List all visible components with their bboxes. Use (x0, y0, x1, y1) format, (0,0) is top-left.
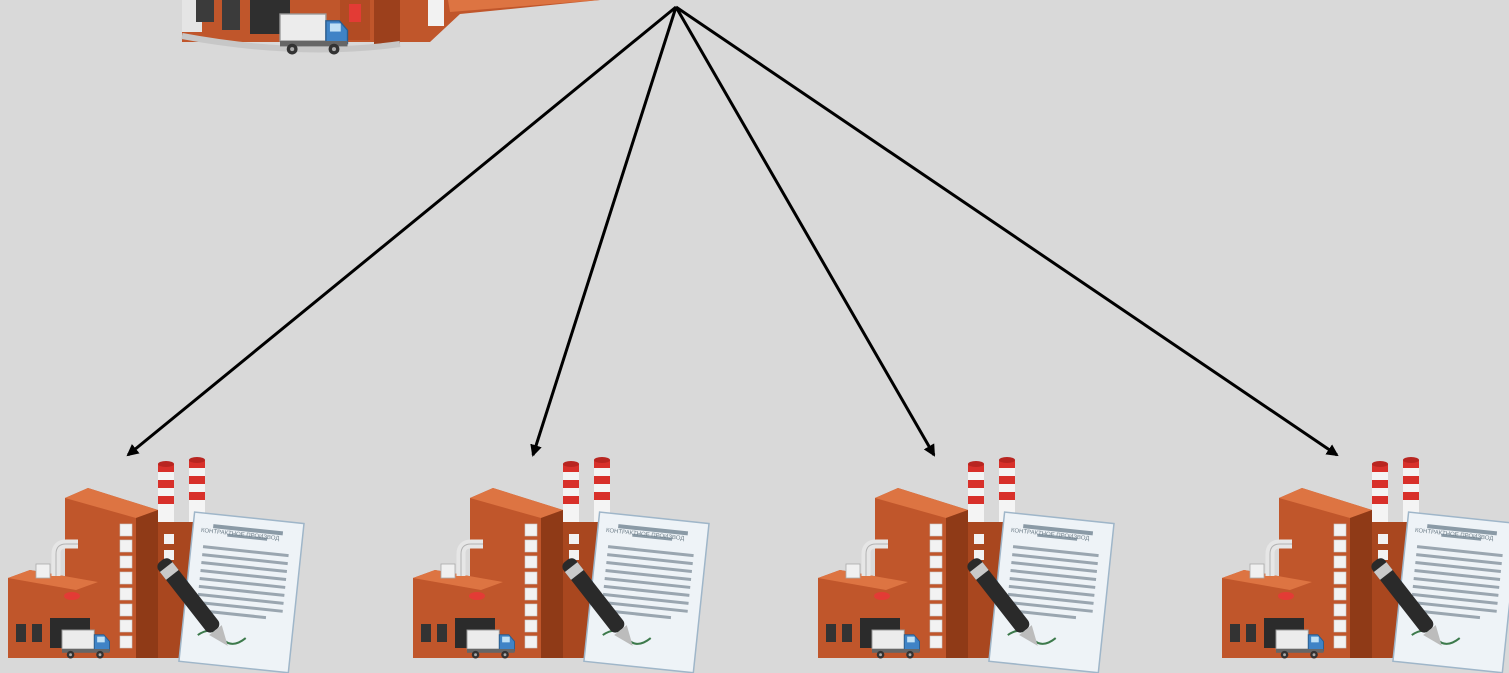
warehouse-with-truck-icon (182, 0, 600, 55)
distribution-arrows (128, 7, 1337, 455)
factory-with-contract-icon: КОНТРАКТНОЕ ПРОИЗВОД (818, 457, 1114, 673)
factory-with-contract-icon: КОНТРАКТНОЕ ПРОИЗВОД (8, 457, 304, 673)
factory-with-contract-icon: КОНТРАКТНОЕ ПРОИЗВОД (1222, 457, 1509, 673)
arrow-to-factory-4 (676, 7, 1337, 455)
factory-with-contract-icon: КОНТРАКТНОЕ ПРОИЗВОД (413, 457, 709, 673)
arrow-to-factory-1 (128, 7, 676, 455)
arrow-to-factory-3 (676, 7, 934, 455)
arrow-to-factory-2 (533, 7, 676, 455)
